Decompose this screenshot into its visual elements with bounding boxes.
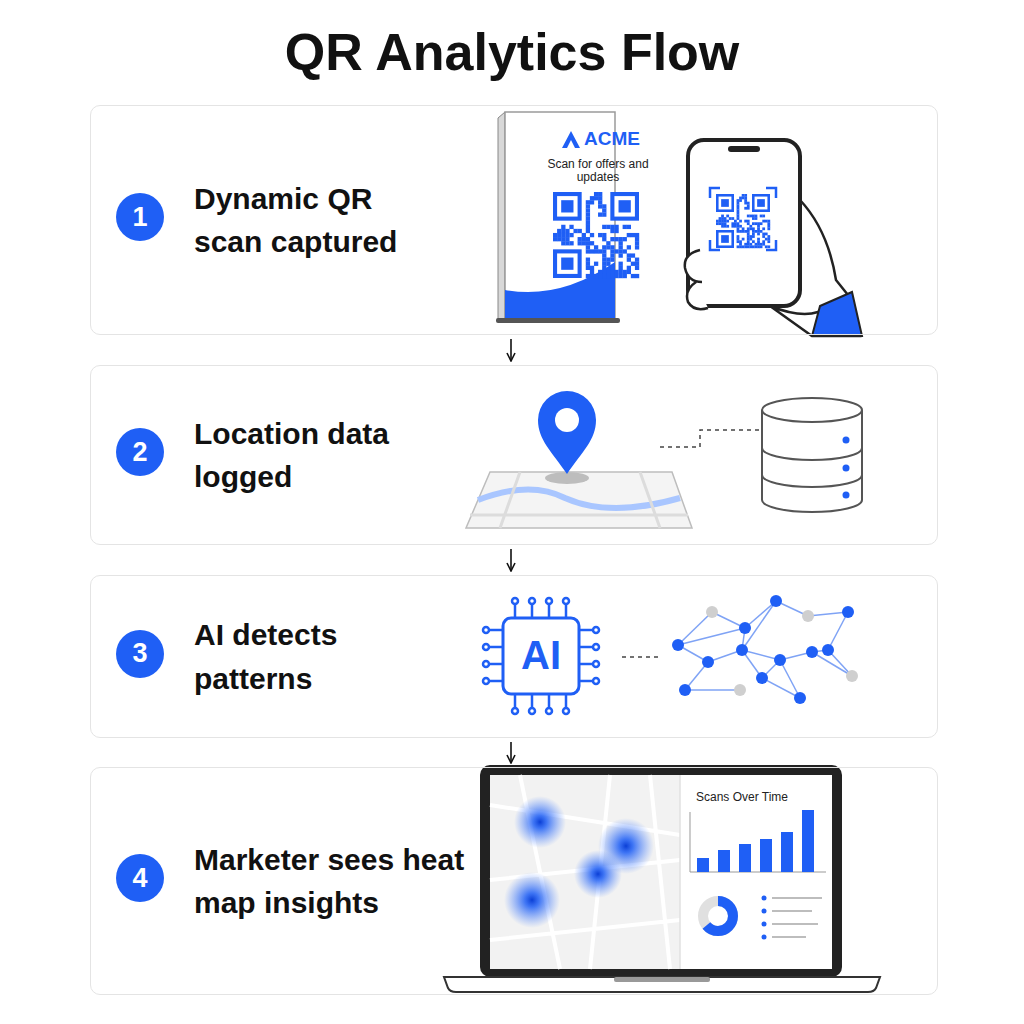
step-number: 3: [116, 630, 164, 678]
flow-arrow: [510, 549, 512, 571]
step-number: 1: [116, 193, 164, 241]
brand-name: ACME: [584, 129, 644, 150]
step-label: AI detects patterns: [194, 613, 426, 700]
flow-arrow: [510, 339, 512, 361]
step-number: 4: [116, 854, 164, 902]
step-panel: Location data logged 2: [90, 365, 938, 545]
flow-arrow: [510, 742, 512, 763]
laptop-dashboard: [444, 765, 880, 992]
chart-title: Scans Over Time: [696, 790, 816, 804]
map-pin-database: [466, 391, 862, 528]
diagram-title: QR Analytics Flow: [0, 22, 1024, 82]
step-number-text: 4: [132, 863, 147, 894]
step-number-text: 1: [132, 202, 147, 233]
chip-label: AI: [501, 631, 581, 679]
step-number: 2: [116, 428, 164, 476]
step-panel: Marketer sees heat map insights 4: [90, 767, 938, 995]
step-panel: AI detects patterns 3: [90, 575, 938, 738]
step-number-text: 2: [132, 437, 147, 468]
step-label: Location data logged: [194, 412, 426, 499]
step-panel: Dynamic QR scan captured 1: [90, 105, 938, 335]
standee-note: Scan for offers and updates: [546, 158, 650, 184]
step-number-text: 3: [132, 638, 147, 669]
phone-hand: [685, 140, 862, 336]
ai-chip-network: [483, 595, 858, 714]
step-label: Marketer sees heat map insights: [194, 838, 466, 925]
step-label: Dynamic QR scan captured: [194, 177, 422, 264]
